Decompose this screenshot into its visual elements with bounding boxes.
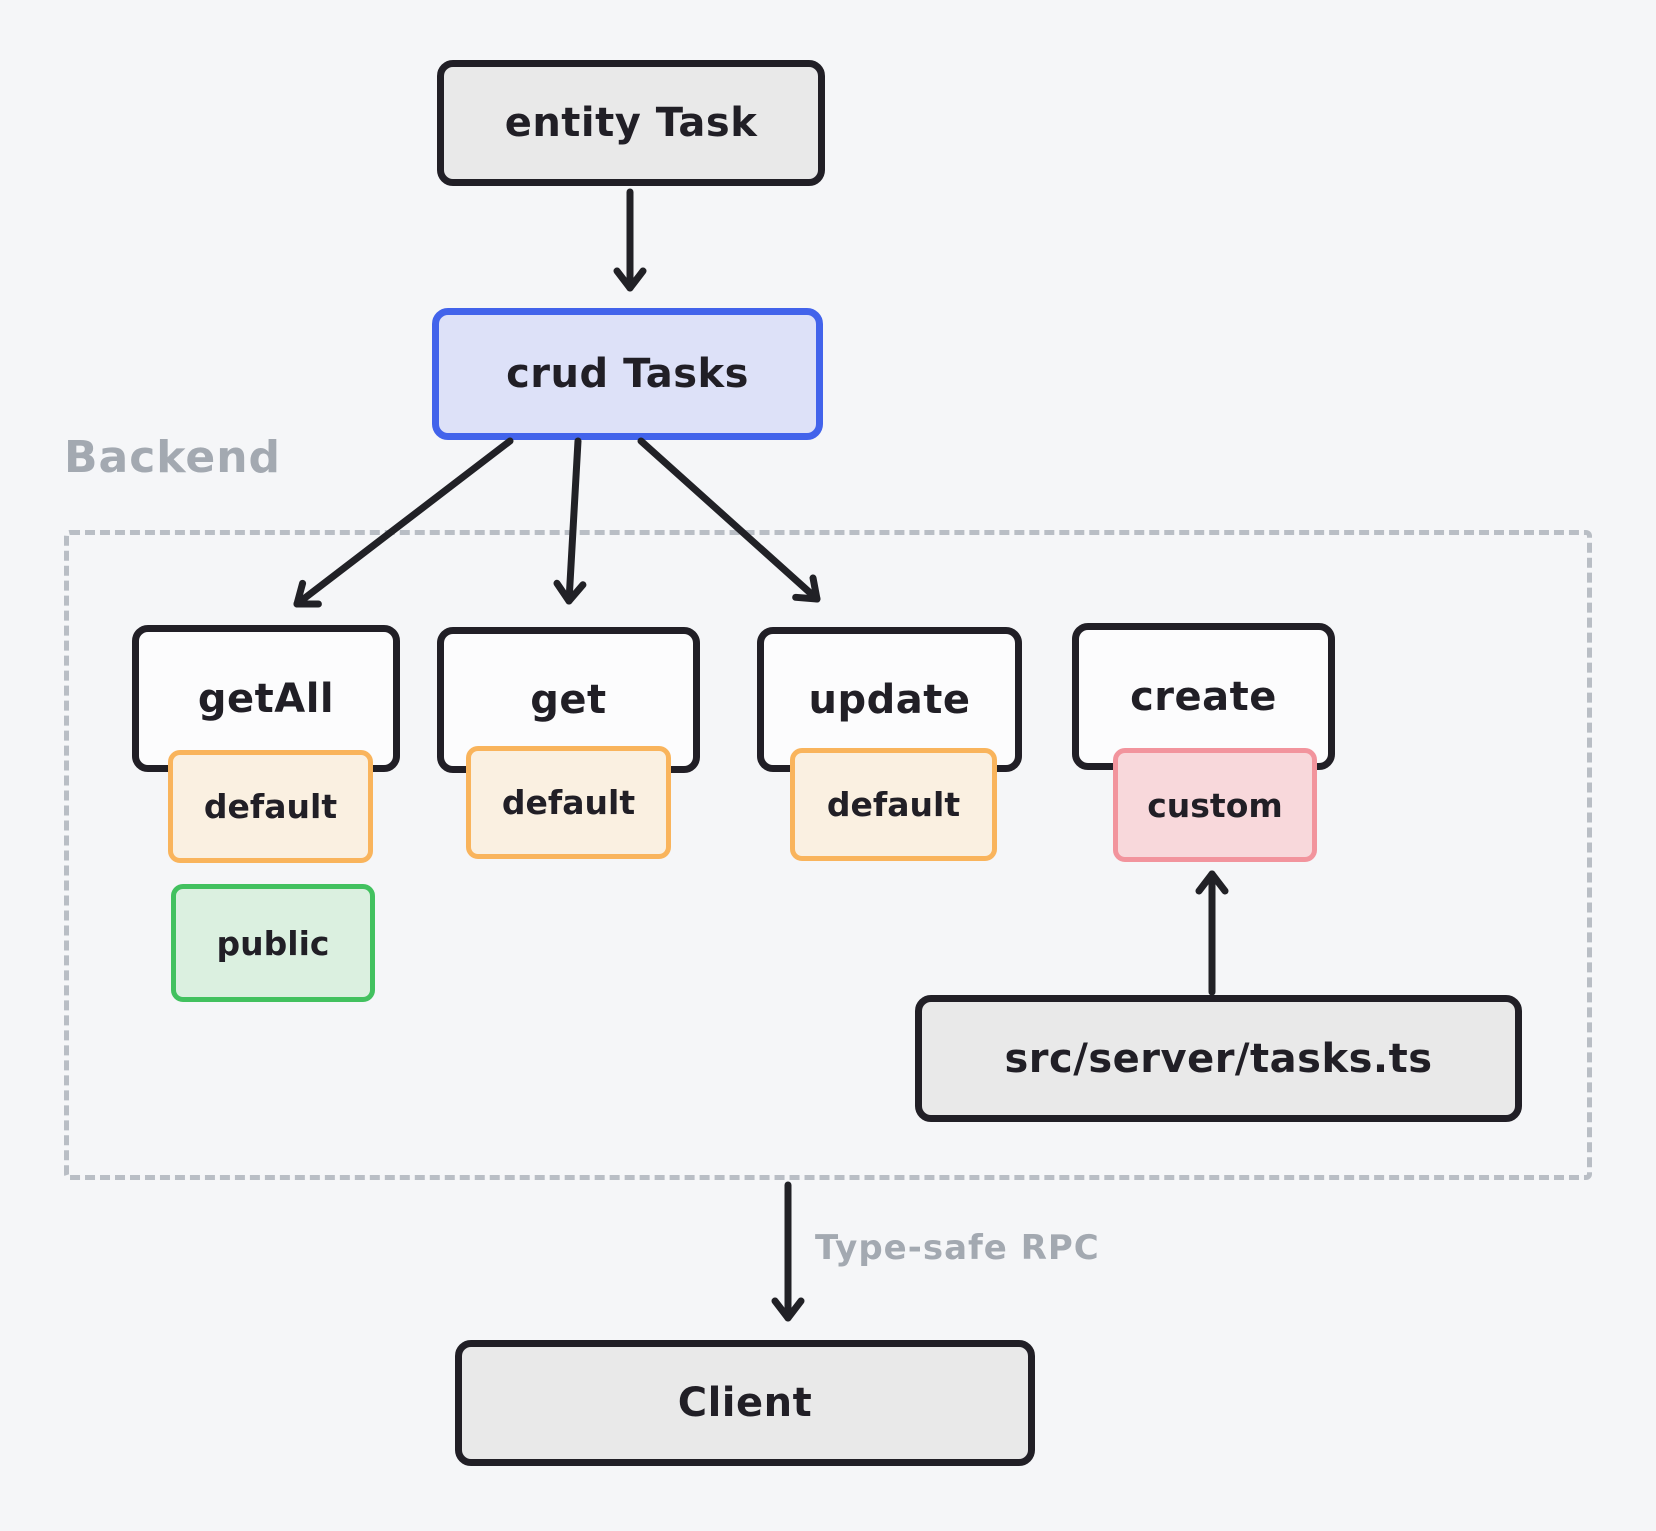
badge-custom: custom — [1113, 748, 1317, 862]
backend-region — [64, 530, 1592, 1180]
badge-public-label: public — [216, 923, 330, 963]
node-update: update — [757, 627, 1022, 772]
node-create: create — [1072, 623, 1335, 770]
badge-default-update-label: default — [826, 785, 961, 824]
node-entity-task: entity Task — [437, 60, 825, 186]
node-create-label: create — [1130, 673, 1277, 720]
node-client-label: Client — [677, 1380, 813, 1426]
node-get-label: get — [530, 677, 607, 723]
node-crud-tasks-label: crud Tasks — [506, 351, 749, 397]
badge-default-update: default — [790, 748, 997, 861]
node-entity-task-label: entity Task — [504, 100, 758, 146]
node-update-label: update — [808, 676, 971, 723]
badge-default-get-label: default — [501, 783, 636, 822]
badge-default-getall-label: default — [203, 787, 338, 826]
node-tasks-file-label: src/server/tasks.ts — [1004, 1035, 1433, 1082]
badge-default-getall: default — [168, 750, 373, 863]
node-getall-label: getAll — [197, 675, 335, 722]
badge-custom-label: custom — [1147, 785, 1283, 825]
backend-label: Backend — [64, 432, 282, 483]
rpc-label: Type-safe RPC — [815, 1228, 1100, 1268]
node-crud-tasks: crud Tasks — [432, 308, 823, 440]
node-client: Client — [455, 1340, 1035, 1466]
badge-default-get: default — [466, 746, 671, 859]
node-tasks-file: src/server/tasks.ts — [915, 995, 1522, 1122]
badge-public: public — [171, 884, 375, 1002]
